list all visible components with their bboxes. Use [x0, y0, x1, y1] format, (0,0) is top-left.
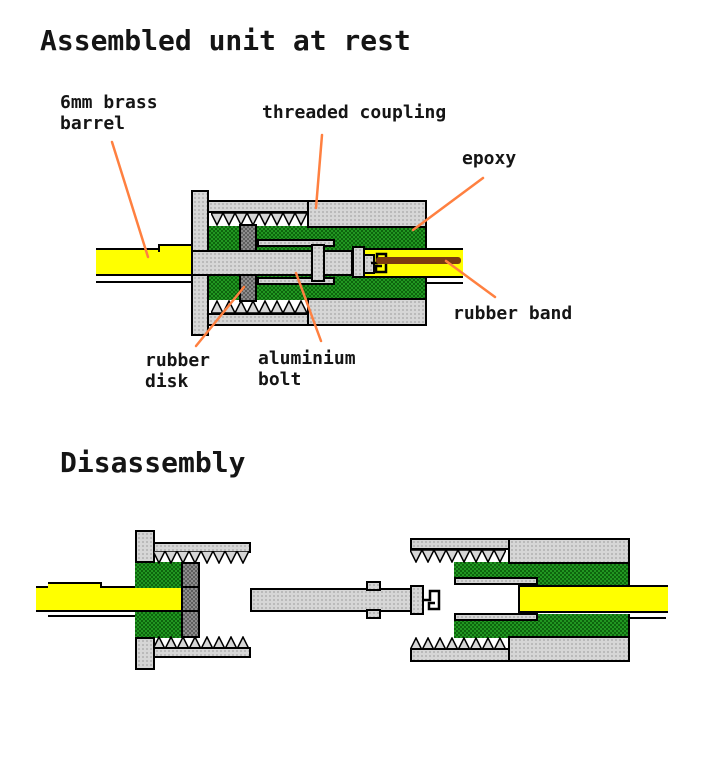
disassembly-brass-barrel-step [48, 582, 102, 588]
disassembly-left-thread-bar-bottom [153, 647, 251, 658]
disassembly-right-teeth-top [410, 550, 506, 563]
assembled-housing-bottom-right-block [307, 298, 427, 326]
label-threaded-coupling: threaded coupling [262, 102, 447, 123]
label-rubber-band: rubber band [453, 303, 573, 324]
disassembly-bolt-hook [424, 589, 441, 611]
assembled-bolt-rib [311, 244, 325, 282]
disassembly-left-flange-bottom [135, 637, 155, 670]
leader-brass-barrel [110, 140, 150, 259]
disassembly-inner-tube-fin-top [454, 577, 538, 585]
assembled-barrel-wall-line [96, 281, 208, 283]
disassembly-right-housing-bottom-right [508, 636, 630, 662]
disassembly-left-teeth-top [153, 551, 249, 564]
assembled-thread-teeth-bottom [211, 300, 307, 313]
disassembly-brass-barrel-right [518, 585, 668, 613]
disassembly-barrel-wall-line-left [48, 615, 183, 617]
assembled-rubber-band [376, 257, 461, 264]
assembled-thread-teeth-top [211, 213, 307, 226]
assembled-housing-top-right-block [307, 200, 427, 228]
disassembly-bolt-head [410, 585, 424, 615]
label-brass-barrel: 6mm brass barrel [60, 92, 158, 134]
assembled-rubber-disk-top [239, 224, 257, 252]
disassembly-right-housing-top-right [508, 538, 630, 564]
disassembly-right-housing-bottom-left [410, 648, 510, 662]
disassembly-rubber-disk-line-bottom [181, 610, 200, 612]
assembled-barrel-wall-line-right [427, 282, 463, 284]
disassembly-inner-tube-fin-bottom [454, 613, 538, 621]
label-aluminium-bolt: aluminium bolt [258, 348, 356, 390]
disassembly-bolt-rib-top [366, 581, 381, 591]
assembled-title: Assembled unit at rest [40, 24, 411, 57]
leader-threaded-coupling [314, 133, 324, 210]
assembled-bolt-shaft [191, 250, 353, 276]
disassembly-left-epoxy-bottom [135, 612, 183, 638]
disassembly-rubber-disk [181, 562, 200, 638]
label-epoxy: epoxy [462, 148, 517, 169]
assembled-bolt-neck [363, 254, 375, 274]
assembled-inner-tube-fin-top [257, 239, 335, 247]
disassembly-brass-barrel-left [36, 586, 183, 612]
assembled-rubber-disk-bottom [239, 274, 257, 302]
disassembly-left-epoxy-top [135, 562, 183, 588]
disassembly-bolt-shaft [250, 588, 414, 612]
assembled-brass-barrel-step [158, 244, 211, 252]
disassembly-rubber-disk-line-top [181, 586, 200, 588]
disassembly-left-flange-top [135, 530, 155, 563]
disassembly-right-housing-top-left [410, 538, 510, 550]
disassembly-title: Disassembly [60, 446, 246, 479]
disassembly-barrel-wall-line-right [630, 617, 666, 619]
disassembly-bolt-rib-bottom [366, 609, 381, 619]
label-rubber-disk: rubber disk [145, 350, 211, 392]
